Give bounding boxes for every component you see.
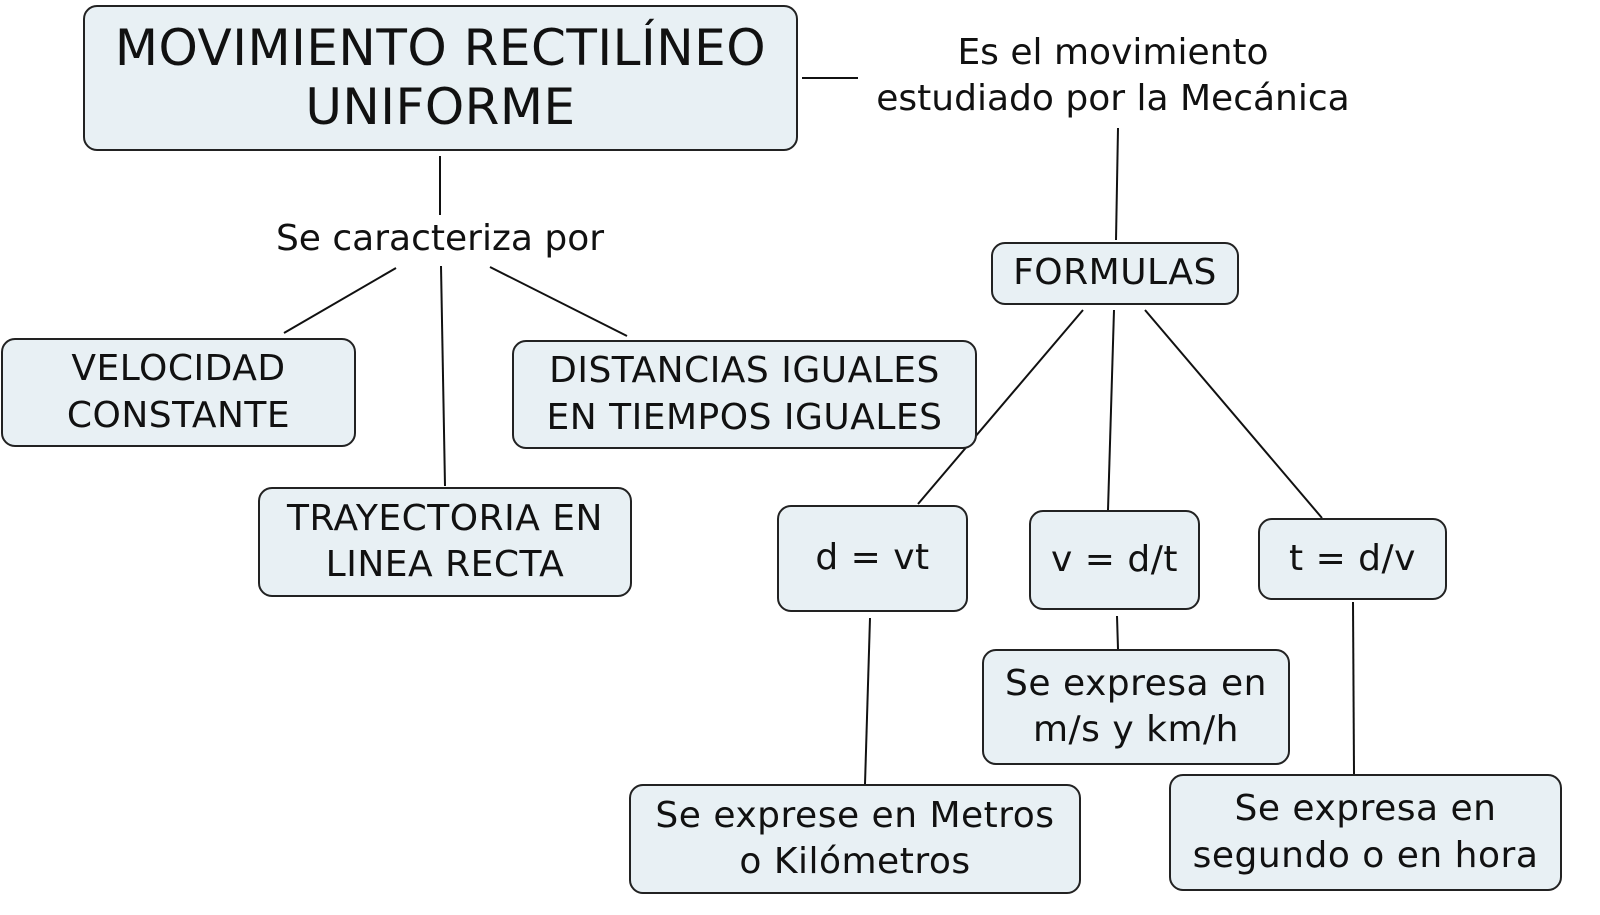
node-formula-distance[interactable]: d = vt bbox=[777, 505, 968, 612]
connector bbox=[489, 266, 628, 337]
connector bbox=[917, 309, 1084, 505]
connector bbox=[1115, 127, 1119, 241]
node-unit-time[interactable]: Se expresa en segundo o en hora bbox=[1169, 774, 1562, 891]
node-trayectoria[interactable]: TRAYECTORIA EN LINEA RECTA bbox=[258, 487, 632, 597]
connector bbox=[1352, 601, 1355, 775]
node-distancias-iguales[interactable]: DISTANCIAS IGUALES EN TIEMPOS IGUALES bbox=[512, 340, 977, 449]
main-concept-node[interactable]: MOVIMIENTO RECTILÍNEO UNIFORME bbox=[83, 5, 798, 151]
node-formulas[interactable]: FORMULAS bbox=[991, 242, 1239, 305]
connector bbox=[864, 617, 871, 785]
connector bbox=[1144, 309, 1323, 519]
connector bbox=[440, 265, 446, 487]
node-formula-velocity[interactable]: v = d/t bbox=[1029, 510, 1200, 610]
node-velocidad-constante[interactable]: VELOCIDAD CONSTANTE bbox=[1, 338, 356, 447]
connector bbox=[1107, 309, 1115, 511]
node-unit-distance[interactable]: Se exprese en Metros o Kilómetros bbox=[629, 784, 1081, 894]
link-label-mecanica: Es el movimiento estudiado por la Mecáni… bbox=[876, 32, 1350, 120]
node-formula-time[interactable]: t = d/v bbox=[1258, 518, 1447, 600]
link-label-caracteriza: Se caracteriza por bbox=[275, 218, 605, 259]
connector bbox=[283, 267, 397, 334]
connector bbox=[1116, 615, 1119, 650]
node-unit-velocity[interactable]: Se expresa en m/s y km/h bbox=[982, 649, 1290, 765]
